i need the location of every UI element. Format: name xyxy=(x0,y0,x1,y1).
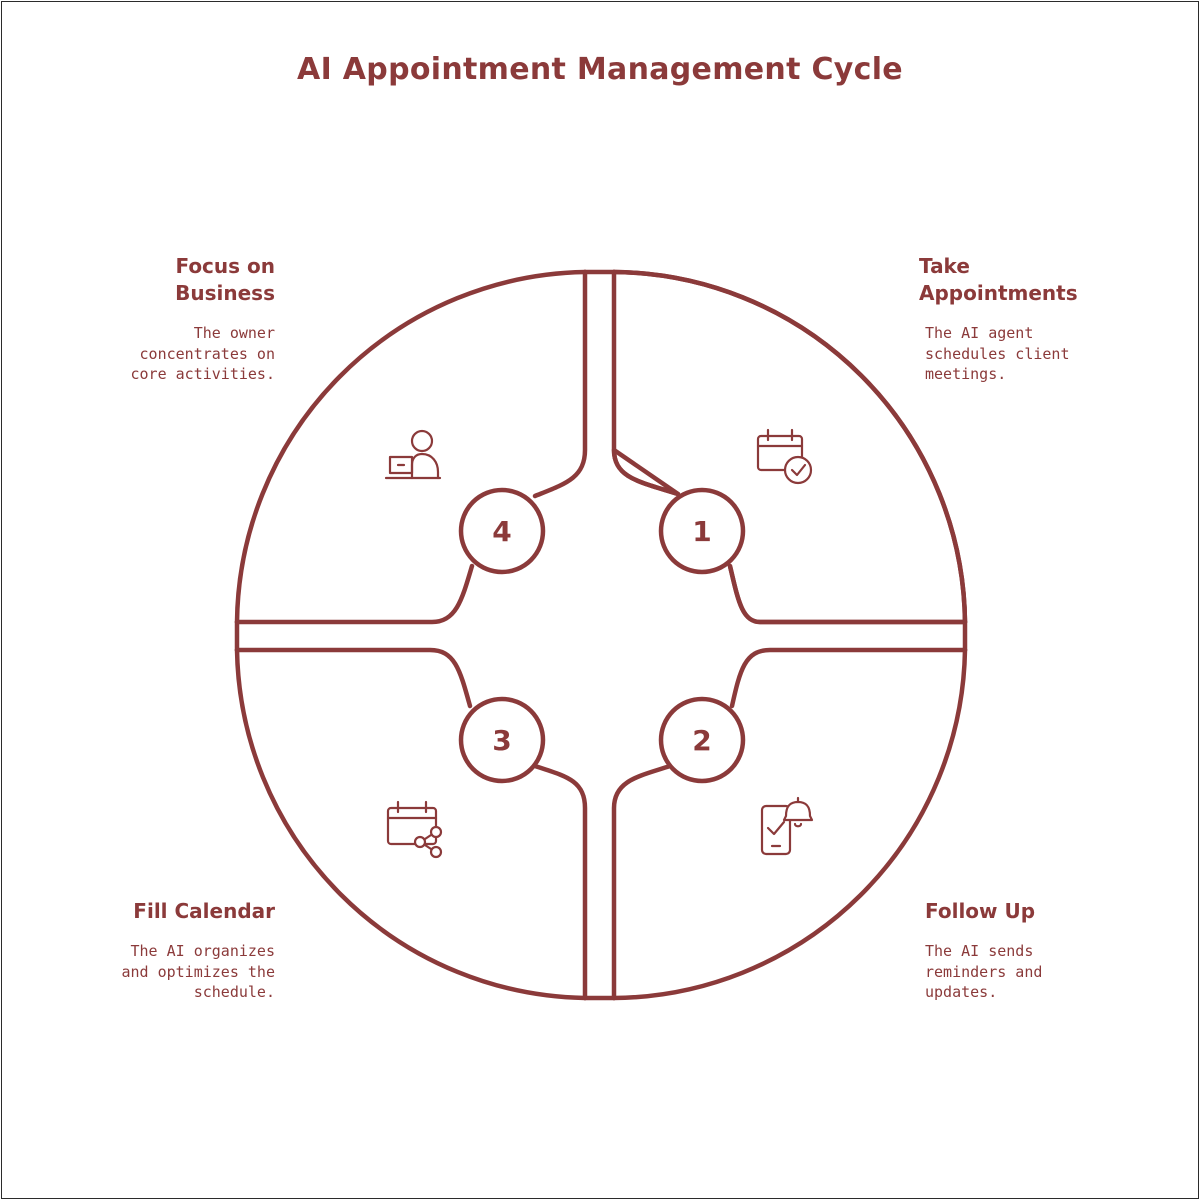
step-2-description: The AI sends reminders and updates. xyxy=(925,941,1125,1003)
step-2-desc-line-2: reminders and xyxy=(925,962,1043,981)
step-2-title: Follow Up xyxy=(925,898,1125,925)
diagram-title: AI Appointment Management Cycle xyxy=(297,52,903,87)
step-1-desc-line-2: schedules client xyxy=(925,344,1070,363)
step-number-4: 4 xyxy=(492,515,511,548)
step-3-title-line-1: Fill Calendar xyxy=(133,899,275,923)
step-2-title-line-1: Follow Up xyxy=(925,899,1036,923)
step-3-title: Fill Calendar xyxy=(75,898,275,925)
step-4-title-line-2: Business xyxy=(175,281,275,305)
step-2-desc-line-1: The AI sends xyxy=(925,942,1034,960)
step-4-desc-line-3: core activities. xyxy=(130,365,276,383)
calendar-share-icon xyxy=(386,800,443,859)
step-number-2: 2 xyxy=(692,724,711,757)
step-1-title-line-1: Take xyxy=(919,254,970,278)
step-1-title-line-2: Appointments xyxy=(919,281,1078,305)
step-number-3: 3 xyxy=(492,724,511,757)
step-circle-3 xyxy=(458,696,546,784)
step-4-title-line-1: Focus on xyxy=(175,254,275,278)
person-laptop-icon xyxy=(384,429,442,480)
step-3-desc-line-1: The AI organizes xyxy=(130,942,276,960)
phone-bell-icon xyxy=(760,796,814,856)
step-circle-4 xyxy=(458,487,546,575)
step-circle-2 xyxy=(658,696,746,784)
step-1-title: Take Appointments xyxy=(919,253,1119,307)
step-3-desc-line-2: and optimizes the xyxy=(121,962,275,981)
step-4-desc-line-1: The owner xyxy=(193,324,275,342)
step-1-description: The AI agent schedules client meetings. xyxy=(925,323,1125,385)
step-4-desc-line-2: concentrates on xyxy=(139,344,275,363)
step-3-description: The AI organizes and optimizes the sched… xyxy=(75,941,275,1003)
step-circle-1 xyxy=(658,487,746,575)
step-number-1: 1 xyxy=(692,515,711,548)
step-1-desc-line-1: The AI agent xyxy=(925,324,1034,342)
calendar-check-icon xyxy=(756,428,813,485)
step-3-desc-line-3: schedule. xyxy=(193,983,275,1001)
step-4-description: The owner concentrates on core activitie… xyxy=(75,323,276,385)
step-1-desc-line-3: meetings. xyxy=(925,365,1007,383)
step-2-desc-line-3: updates. xyxy=(925,983,998,1001)
step-4-title: Focus on Business xyxy=(75,253,275,307)
